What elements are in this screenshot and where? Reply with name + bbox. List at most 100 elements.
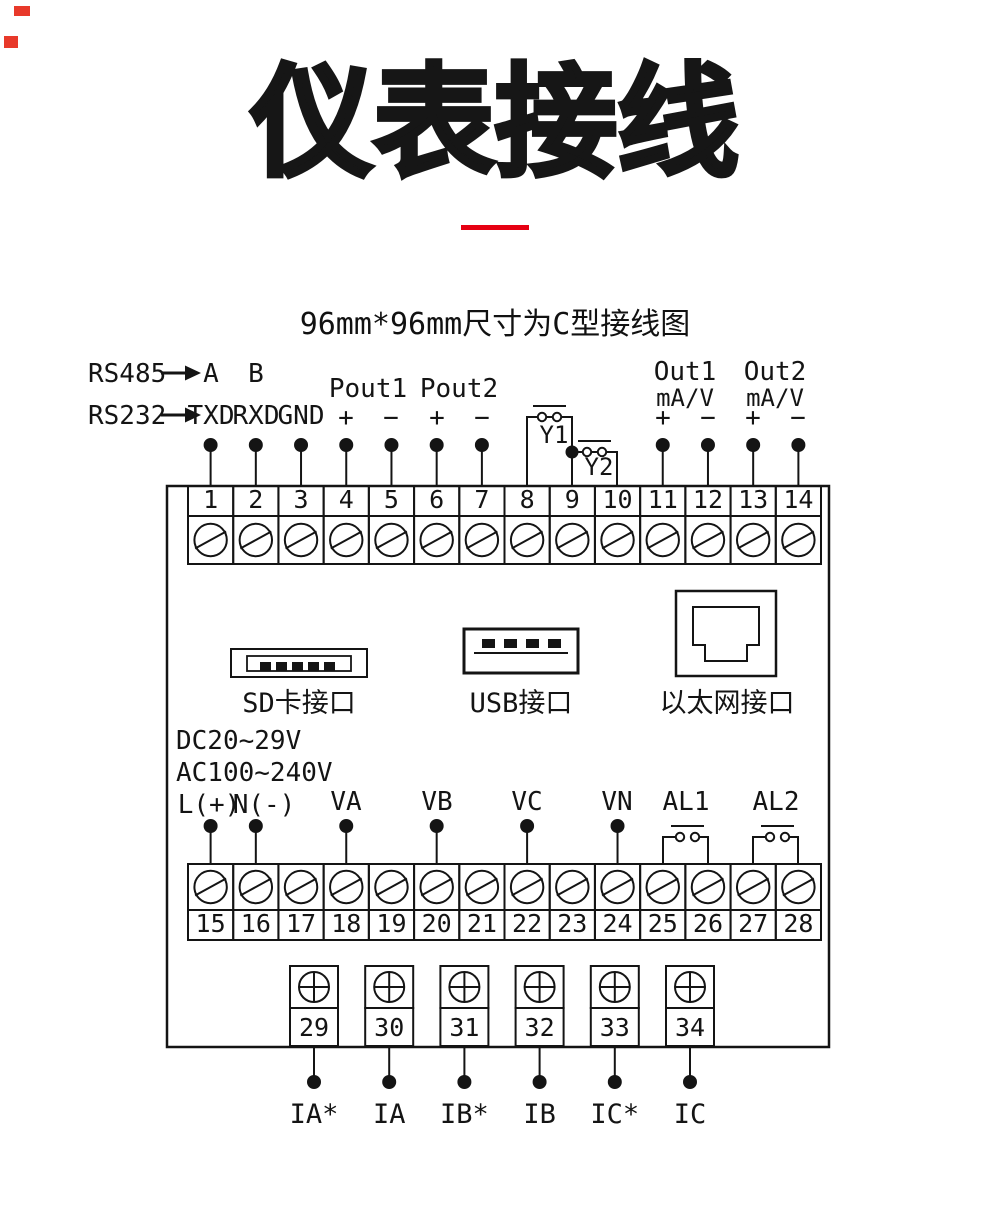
pout1-minus-label: −: [383, 403, 399, 433]
terminal-row-1-wires: [203, 438, 806, 486]
screw-head-icon: [238, 522, 274, 558]
usb-contact-icon: [526, 639, 539, 648]
screw-slot-icon: [239, 530, 272, 550]
pulse-output-labels-group: Pout1 + − Pout2 + −: [329, 374, 498, 433]
current-input-label: IB: [523, 1099, 556, 1130]
al2-contact-icon: [779, 831, 791, 843]
screw-slot-icon: [782, 877, 815, 897]
sd-slot-icon: [230, 648, 368, 678]
terminal-screw-box: [774, 863, 822, 911]
screw-head-icon: [509, 522, 545, 558]
line-terminal-label: L(+): [178, 790, 241, 820]
screw-head-icon: [329, 869, 364, 905]
al1-contact-icon: [689, 831, 701, 843]
screw-head-icon: [329, 522, 364, 558]
wire-dot: [307, 1075, 321, 1089]
ac-rating-label: AC100~240V: [176, 758, 333, 788]
red-print-artifact: [14, 6, 30, 16]
terminal-number: 23: [557, 909, 587, 938]
usb-port-icon: [462, 627, 580, 675]
al1-label: AL1: [663, 787, 710, 817]
screw-slot-icon: [511, 530, 544, 550]
screw-slot-icon: [556, 877, 589, 897]
out2-plus-label: +: [745, 403, 761, 433]
terminal-number: 16: [241, 909, 271, 938]
out1-label: Out1: [654, 357, 717, 387]
usb-contact-icon: [548, 639, 561, 648]
sd-contact-icon: [292, 662, 303, 671]
pout2-minus-label: −: [474, 403, 490, 433]
wire-dot: [474, 438, 489, 452]
terminal-number: 25: [648, 909, 678, 938]
dc-rating-label: DC20~29V: [176, 726, 301, 756]
sd-contact-icon: [276, 662, 287, 671]
diagram-subtitle: 96mm*96mm尺寸为C型接线图: [299, 307, 691, 342]
y2-contact-icon: [596, 446, 608, 458]
screw-head-icon: [555, 522, 590, 558]
terminal-number: 2: [248, 485, 263, 514]
terminal-number: 11: [648, 485, 678, 514]
terminal-number: 4: [339, 485, 354, 514]
interface-icons-group: SD卡接口 USB接口 以太网接口: [230, 589, 795, 719]
current-input-label: IC*: [590, 1099, 639, 1130]
usb-contact-icon: [482, 639, 495, 648]
screw-head-icon: [645, 522, 680, 558]
wire-dot: [382, 1075, 397, 1089]
y1-label: Y1: [540, 421, 569, 449]
screw-head-icon: [464, 522, 500, 558]
terminal-number: 17: [286, 909, 316, 938]
screw-slot-icon: [285, 877, 318, 897]
screw-head-icon: [690, 522, 726, 558]
ethernet-port-icon: [674, 589, 778, 678]
screw-head-icon: [735, 522, 771, 558]
wire-dot: [457, 1075, 472, 1089]
screw-slot-icon: [285, 530, 318, 550]
screw-slot-icon: [239, 877, 272, 897]
screw-head-icon: [419, 869, 454, 905]
terminal-number: 33: [600, 1013, 630, 1042]
rs232-pin-rxd-label: RXD: [233, 401, 280, 431]
terminal-number: 1: [203, 485, 218, 514]
current-input-label: IB*: [440, 1099, 489, 1130]
terminal-number: 7: [474, 485, 489, 514]
screw-slot-icon: [601, 877, 634, 897]
screw-head-icon: [283, 869, 319, 905]
screw-head-icon: [735, 869, 771, 905]
y1-contact-icon: [536, 411, 548, 423]
wire-dot: [607, 1075, 622, 1089]
screw-slot-icon: [511, 877, 544, 897]
screw-head-icon: [419, 522, 454, 558]
terminal-row-2-wires: [203, 819, 625, 864]
terminal-number: 27: [738, 909, 768, 938]
current-input-label: IA: [373, 1099, 406, 1130]
screw-slot-icon: [420, 877, 453, 897]
terminal-number: 29: [299, 1013, 329, 1042]
screw-slot-icon: [194, 877, 227, 897]
out2-minus-label: −: [790, 403, 806, 433]
screw-head-icon: [509, 869, 545, 905]
power-input-labels-group: DC20~29V AC100~240V L(+) N(-) VA VB VC V…: [176, 726, 799, 864]
screw-slot-icon: [330, 530, 363, 550]
rs232-pin-gnd-label: GND: [278, 401, 325, 431]
screw-slot-icon: [737, 877, 770, 897]
terminal-number: 15: [196, 909, 226, 938]
screw-slot-icon: [465, 530, 498, 550]
terminal-number: 14: [783, 485, 813, 514]
terminal-number: 10: [602, 485, 632, 514]
terminal-number: 12: [693, 485, 723, 514]
screw-slot-icon: [556, 530, 589, 550]
usb-contact-icon: [504, 639, 517, 648]
terminal-number: 3: [294, 485, 309, 514]
al1-wire: [662, 836, 709, 864]
analog-output-labels-group: Out1 mA/V + − Out2 mA/V + −: [654, 357, 807, 433]
screw-head-icon: [555, 869, 590, 905]
wire-dot: [429, 819, 444, 833]
terminal-number: 6: [429, 485, 444, 514]
wire-dot: [384, 438, 399, 452]
wire-dot: [610, 819, 625, 833]
screw-slot-icon: [646, 530, 679, 550]
terminal-number: 8: [520, 485, 535, 514]
screw-head-icon: [193, 869, 228, 905]
screw-slot-icon: [646, 877, 679, 897]
vn-label: VN: [601, 787, 632, 817]
